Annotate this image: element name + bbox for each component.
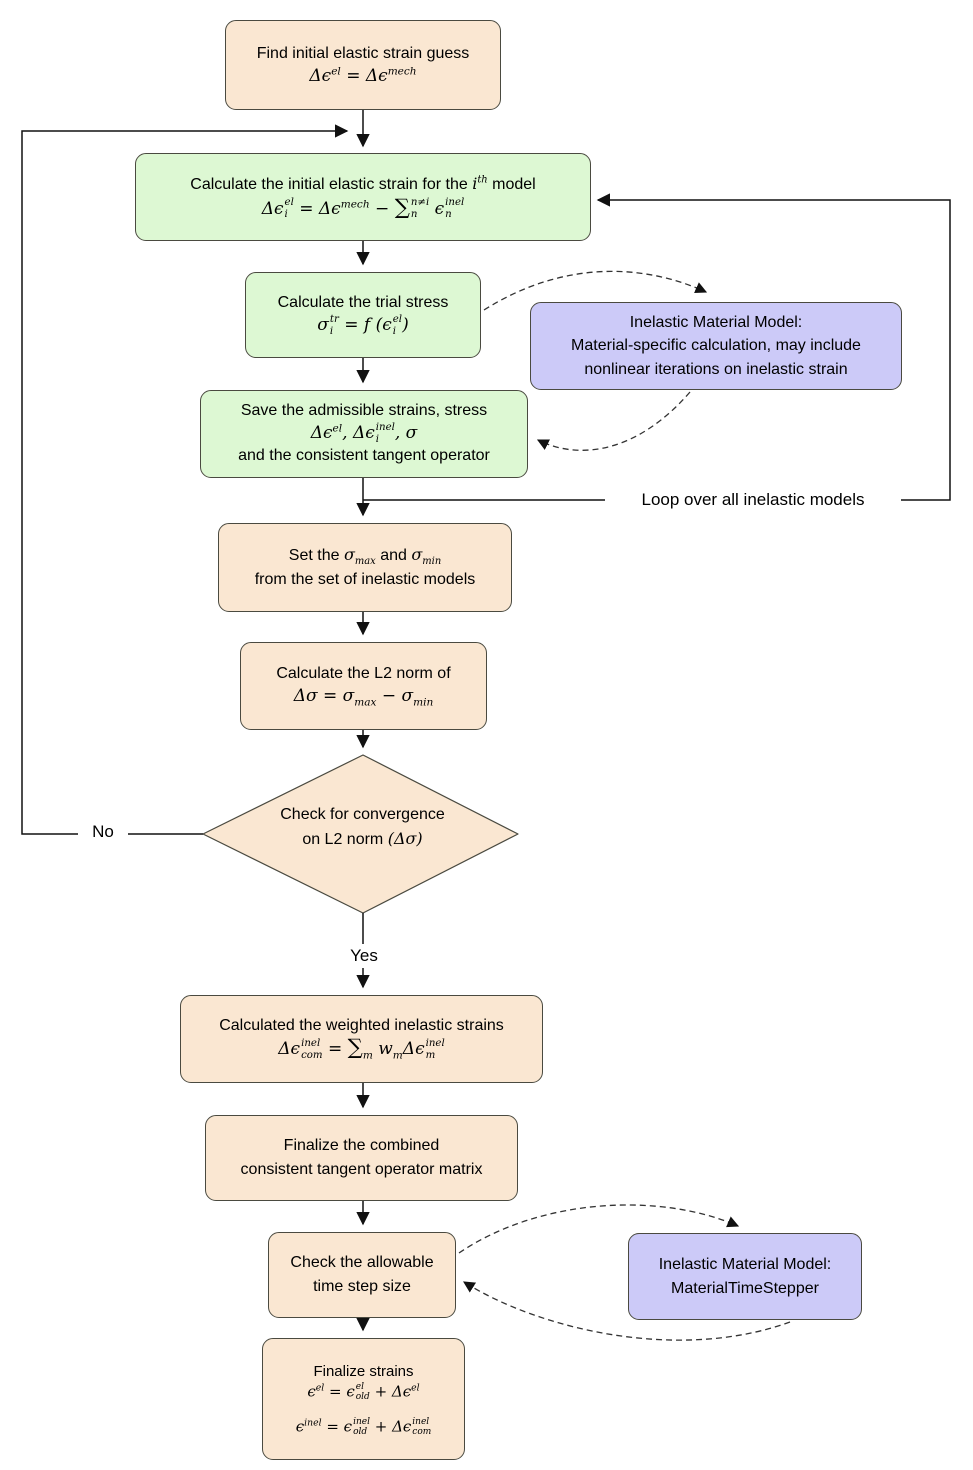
node-check-step-line1: Check the allowable <box>290 1254 434 1271</box>
node-finalize-cto-line1: Finalize the combined <box>283 1137 440 1154</box>
node-finalize-cto-line2: consistent tangent operator matrix <box>240 1161 483 1178</box>
node-initial-guess: Find initial elastic strain guess Δϵel =… <box>225 20 501 110</box>
node-check-time-step: Check the allowable time step size <box>268 1232 456 1318</box>
time-stepper-line2: MaterialTimeStepper <box>671 1279 819 1297</box>
edge-label-no: No <box>78 820 128 845</box>
inelastic-model-line2: Material-specific calculation, may inclu… <box>571 337 861 355</box>
node-convergence-check: Check for convergence on L2 norm (Δσ) <box>240 803 485 852</box>
node-finalize-strains-title: Finalize strains <box>313 1362 414 1380</box>
node-l2-norm: Calculate the L2 norm of Δσ = σmax − σmi… <box>240 642 487 730</box>
edge-label-yes: Yes <box>335 944 393 969</box>
node-save-line3: and the consistent tangent operator <box>238 446 490 464</box>
node-save-admissible: Save the admissible strains, stress Δϵel… <box>200 390 528 478</box>
node-inelastic-material-model: Inelastic Material Model: Material-speci… <box>530 302 902 390</box>
convergence-line2: on L2 norm (Δσ) <box>302 829 423 848</box>
node-l2-norm-formula: Δσ = σmax − σmin <box>293 685 434 709</box>
dashed-model-to-save <box>536 391 691 451</box>
node-initial-guess-title: Find initial elastic strain guess <box>256 44 470 62</box>
node-weighted-title: Calculated the weighted inelastic strain… <box>219 1017 504 1035</box>
node-set-sigma: Set the σmax and σmin from the set of in… <box>218 523 512 612</box>
node-finalize-cto: Finalize the combined consistent tangent… <box>205 1115 518 1201</box>
node-trial-stress-title: Calculate the trial stress <box>277 294 449 312</box>
edge-label-loop: Loop over all inelastic models <box>605 488 901 513</box>
node-material-time-stepper: Inelastic Material Model: MaterialTimeSt… <box>628 1233 862 1320</box>
node-weighted-strains: Calculated the weighted inelastic strain… <box>180 995 543 1083</box>
node-l2-norm-title: Calculate the L2 norm of <box>276 664 451 682</box>
time-stepper-line1: Inelastic Material Model: <box>658 1255 832 1273</box>
node-calc-initial-title: Calculate the initial elastic strain for… <box>190 174 536 194</box>
inelastic-model-line1: Inelastic Material Model: <box>629 314 803 332</box>
node-check-step-line2: time step size <box>313 1278 411 1295</box>
node-initial-guess-formula: Δϵel = Δϵmech <box>309 65 417 87</box>
convergence-line1: Check for convergence <box>280 806 445 823</box>
node-save-line1: Save the admissible strains, stress <box>240 402 488 420</box>
node-set-sigma-line2: from the set of inelastic models <box>254 570 476 588</box>
node-set-sigma-line1: Set the σmax and σmin <box>288 544 442 567</box>
inelastic-model-line3: nonlinear iterations on inelastic strain <box>584 360 848 378</box>
node-calc-initial-strain: Calculate the initial elastic strain for… <box>135 153 591 241</box>
